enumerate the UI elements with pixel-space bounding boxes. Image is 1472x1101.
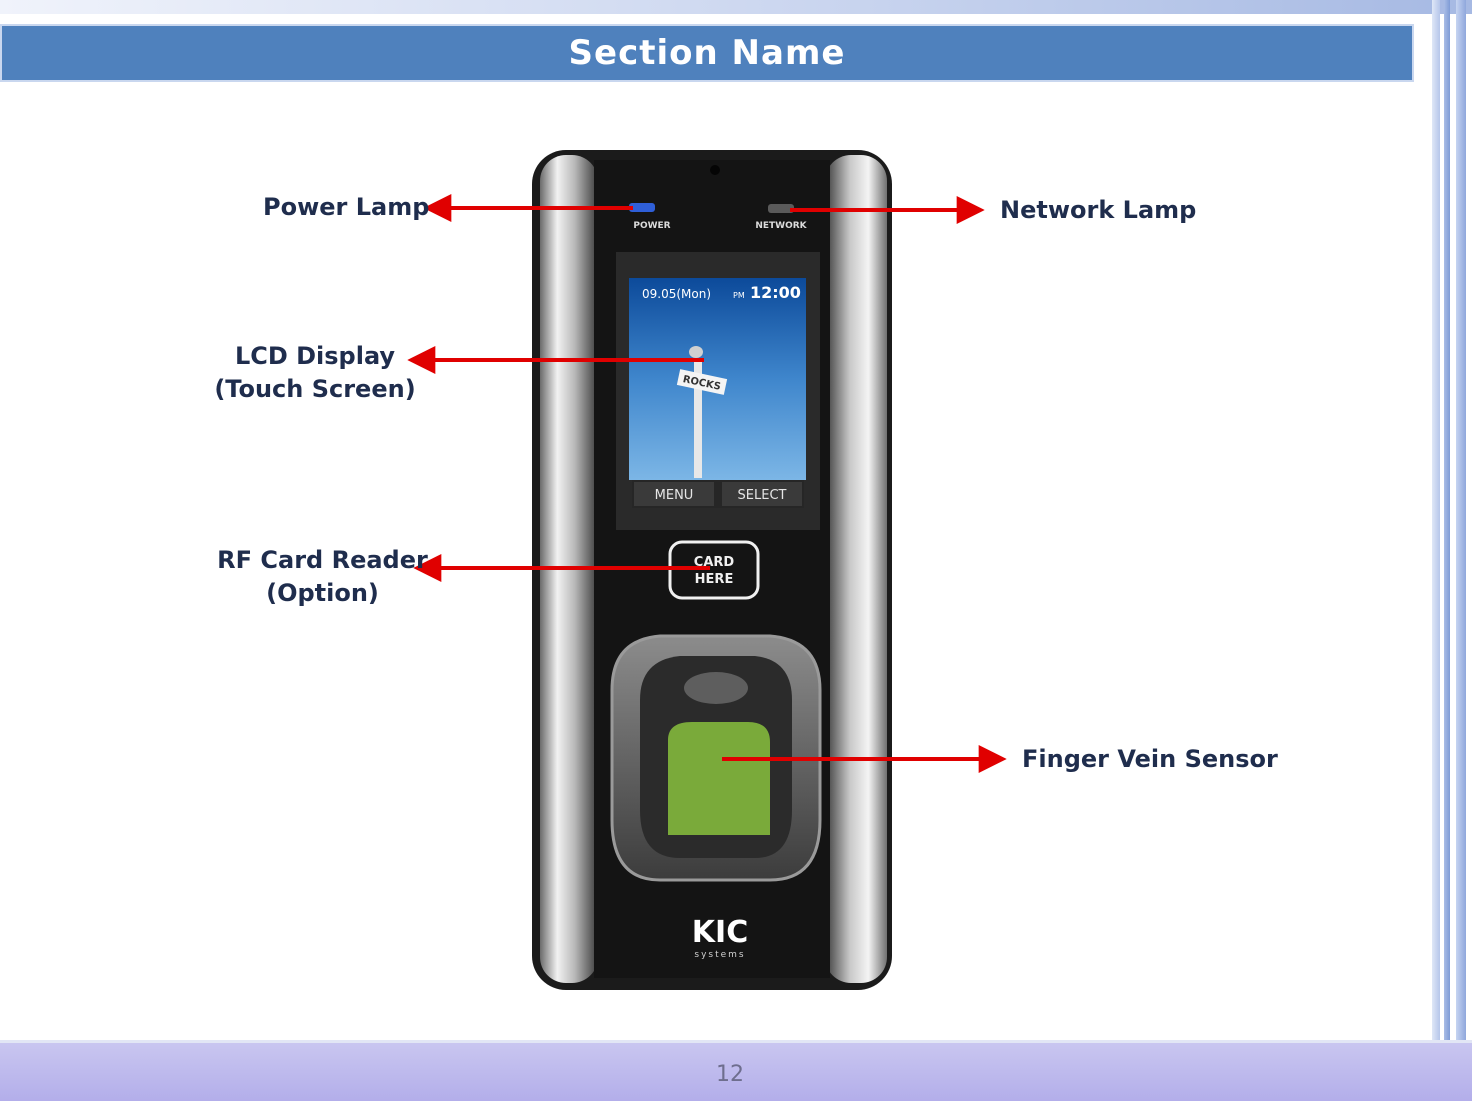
signpost xyxy=(694,360,702,478)
network-lamp-label: Network Lamp xyxy=(1000,196,1197,224)
page-number: 12 xyxy=(716,1062,744,1087)
finger-guide xyxy=(684,672,748,704)
finger-vein-sensor-pad[interactable] xyxy=(668,722,770,835)
card-label-line2: HERE xyxy=(695,572,734,587)
brand-logo-sub: systems xyxy=(694,950,745,960)
select-button[interactable] xyxy=(722,482,802,506)
top-decoration-strip xyxy=(0,0,1472,14)
finger-vein-sensor-label: Finger Vein Sensor xyxy=(1022,745,1278,773)
power-lamp-caption: POWER xyxy=(633,221,670,231)
menu-button-label: MENU xyxy=(655,488,694,503)
power-lamp-led xyxy=(629,203,655,212)
lcd-display-label: LCD Display (Touch Screen) xyxy=(205,340,425,406)
lcd-ampm: PM xyxy=(733,291,745,300)
footer-divider xyxy=(0,1040,1472,1043)
right-decoration-bars xyxy=(1432,0,1472,1045)
lcd-display-label-line1: LCD Display xyxy=(234,342,396,370)
lcd-time: 12:00 xyxy=(750,283,801,302)
right-silver-frame xyxy=(825,155,887,983)
camera-hole xyxy=(710,165,720,175)
rf-card-reader-label: RF Card Reader (Option) xyxy=(205,544,440,610)
sign-board xyxy=(676,369,728,395)
callout-arrows xyxy=(407,194,1007,773)
lcd-date: 09.05(Mon) xyxy=(642,287,711,301)
menu-button[interactable] xyxy=(634,482,714,506)
section-title: Section Name xyxy=(568,33,846,73)
rf-card-reader-label-line2: (Option) xyxy=(266,579,379,607)
network-lamp-caption: NETWORK xyxy=(755,221,807,231)
rf-card-reader-label-line1: RF Card Reader xyxy=(217,546,428,574)
power-lamp-label: Power Lamp xyxy=(263,193,430,221)
select-button-label: SELECT xyxy=(738,488,787,503)
bird xyxy=(689,346,703,358)
lcd-display-label-line2: (Touch Screen) xyxy=(214,375,416,403)
section-header: Section Name xyxy=(0,24,1414,82)
footer-bar xyxy=(0,1043,1472,1101)
network-lamp-led xyxy=(768,204,794,213)
brand-logo: KIC xyxy=(692,915,748,950)
